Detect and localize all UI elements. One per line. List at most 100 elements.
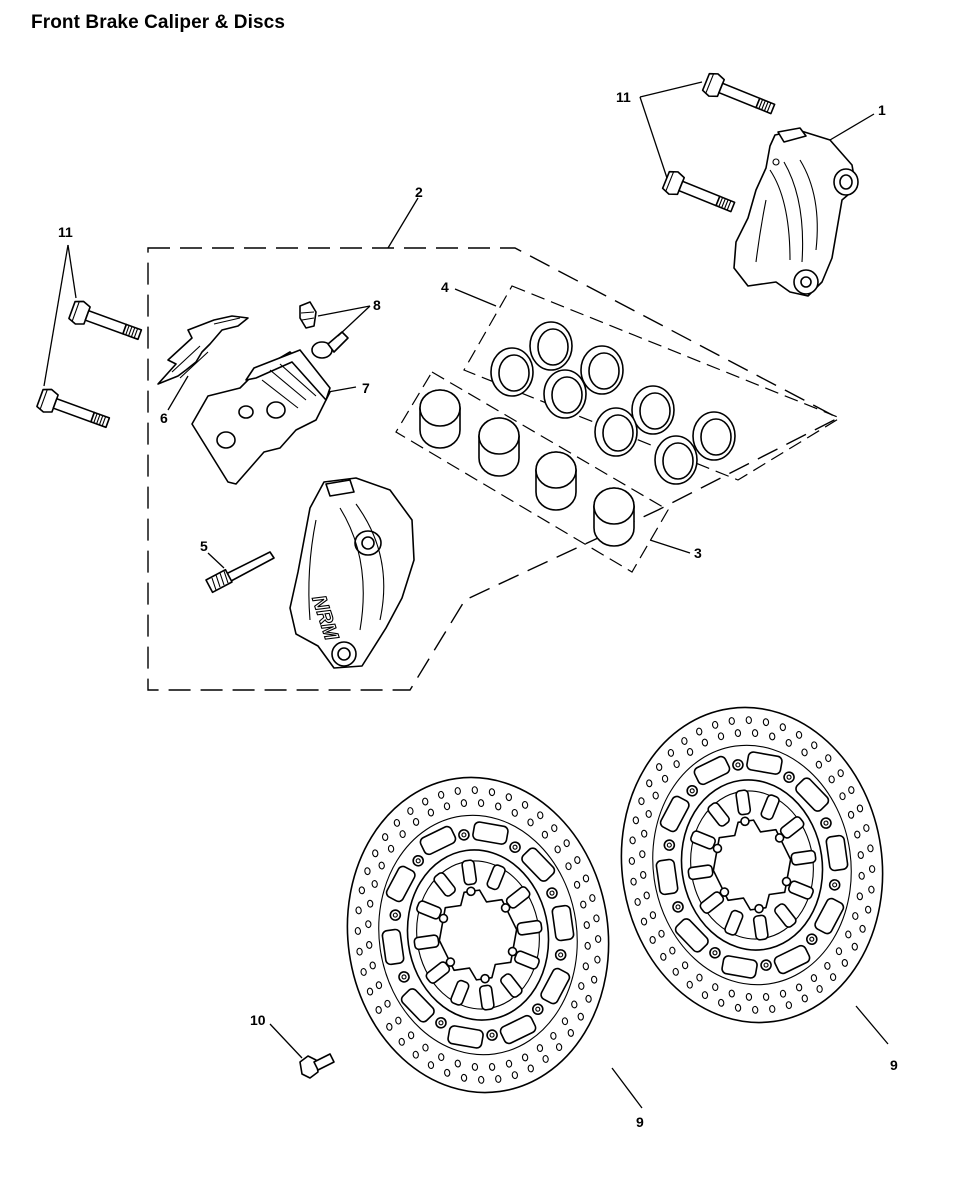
disc-drill-hole (852, 912, 859, 920)
page-title: Front Brake Caliper & Discs (31, 12, 286, 33)
disc-drill-hole (358, 886, 366, 895)
disc-float-button (458, 829, 470, 841)
disc-drill-hole (527, 1064, 534, 1073)
disc-drill-hole (384, 999, 391, 1008)
disc-mount-hole (740, 816, 750, 827)
disc-drill-hole (580, 900, 587, 909)
disc-drill-hole (762, 718, 770, 727)
disc-spoke-slot (478, 984, 495, 1011)
disc-drill-hole (752, 1005, 759, 1014)
leader-line (317, 305, 371, 317)
disc-carrier-window (472, 821, 509, 845)
disc-float-button (686, 785, 698, 797)
disc-drill-hole (854, 830, 861, 839)
disc-float-button (546, 887, 558, 899)
disc-drill-hole (628, 857, 636, 865)
disc-drill-hole (412, 1050, 419, 1059)
disc-float-button-center (823, 820, 829, 826)
disc-drill-hole (460, 799, 468, 808)
disc-drill-hole (407, 807, 414, 815)
disc-drill-hole (645, 810, 652, 818)
disc-drill-hole (495, 802, 502, 811)
disc-drill-hole (366, 940, 373, 949)
leader-line (337, 305, 371, 337)
disc-carrier-window (721, 955, 758, 979)
disc-drill-hole (355, 906, 362, 915)
disc-float-button (783, 771, 795, 783)
disc-drill-hole (437, 790, 445, 799)
disc-drill-hole (593, 914, 600, 923)
disc-drill-hole (641, 829, 648, 838)
disc-float-button (532, 1003, 544, 1015)
disc-drill-hole (717, 732, 725, 741)
disc-spoke-slot (486, 864, 506, 891)
disc-drill-hole (638, 797, 645, 806)
brake-pads (191, 349, 331, 485)
disc-bolt (299, 1053, 335, 1079)
disc-drill-hole (634, 898, 641, 906)
disc-drill-hole (711, 720, 719, 729)
disc-float-button (412, 855, 424, 867)
seal-kit (463, 285, 842, 485)
disc-float-button-center (512, 844, 518, 850)
disc-drill-hole (422, 1043, 429, 1052)
disc-mount-hole (781, 876, 792, 887)
disc-drill-hole (769, 1005, 776, 1013)
disc-drill-hole (751, 729, 759, 738)
disc-spoke-slot (450, 979, 470, 1006)
disc-drill-hole (381, 833, 389, 842)
disc-drill-hole (734, 1003, 742, 1012)
callout-9-left: 9 (636, 1114, 644, 1130)
disc-spoke-slot (516, 919, 543, 936)
disc-float-button-center (461, 832, 467, 838)
disc-float-button (828, 879, 841, 891)
disc-drill-hole (669, 946, 676, 955)
disc-float-button-center (438, 1020, 444, 1026)
disc-drill-hole (867, 844, 874, 853)
caliper-body: NRM (289, 477, 415, 669)
callout-2: 2 (415, 184, 423, 200)
disc-float-button-center (675, 904, 681, 910)
disc-carrier-window (381, 928, 405, 966)
disc-drill-hole (360, 968, 367, 976)
disc-float-button-center (392, 912, 398, 918)
disc-drill-hole (375, 981, 383, 990)
leader-line (639, 96, 668, 179)
disc-drill-hole (745, 716, 752, 725)
callout-3: 3 (694, 545, 702, 561)
disc-drill-hole (372, 849, 379, 858)
callout-11-upper: 11 (616, 89, 631, 105)
disc-float-button (820, 817, 832, 829)
disc-drill-hole (577, 1012, 584, 1021)
disc-drill-hole (536, 1044, 544, 1053)
disc-drill-hole (378, 861, 385, 870)
disc-drill-hole (422, 797, 429, 806)
disc-drill-hole (527, 818, 534, 827)
disc-float-button (760, 959, 772, 971)
disc-drill-hole (686, 980, 693, 989)
bleed-nipple (299, 301, 317, 329)
disc-drill-hole (734, 729, 742, 738)
leader-line (855, 1005, 889, 1045)
leader-line (67, 244, 77, 299)
disc-spoke-slot (707, 802, 730, 827)
disc-drill-hole (837, 769, 844, 778)
disc-drill-hole (356, 947, 363, 956)
disc-drill-hole (550, 1031, 557, 1040)
callout-7: 7 (362, 380, 370, 396)
caliper-kit-outline (147, 247, 840, 691)
disc-drill-hole (649, 911, 657, 920)
disc-carrier-window (814, 897, 845, 935)
disc-drill-hole (858, 871, 865, 880)
disc-float-button-center (763, 962, 769, 968)
disc-drill-hole (696, 727, 703, 736)
disc-drill-hole (412, 817, 420, 826)
disc-float-button-center (549, 890, 555, 896)
disc-spoke-slot (500, 973, 523, 998)
disc-center-bore (712, 819, 792, 911)
bleed-nipple-cap (311, 331, 349, 359)
disc-drill-hole (387, 844, 395, 853)
piston-kit (395, 371, 669, 573)
disc-drill-hole (856, 804, 864, 813)
disc-float-button (554, 949, 567, 961)
